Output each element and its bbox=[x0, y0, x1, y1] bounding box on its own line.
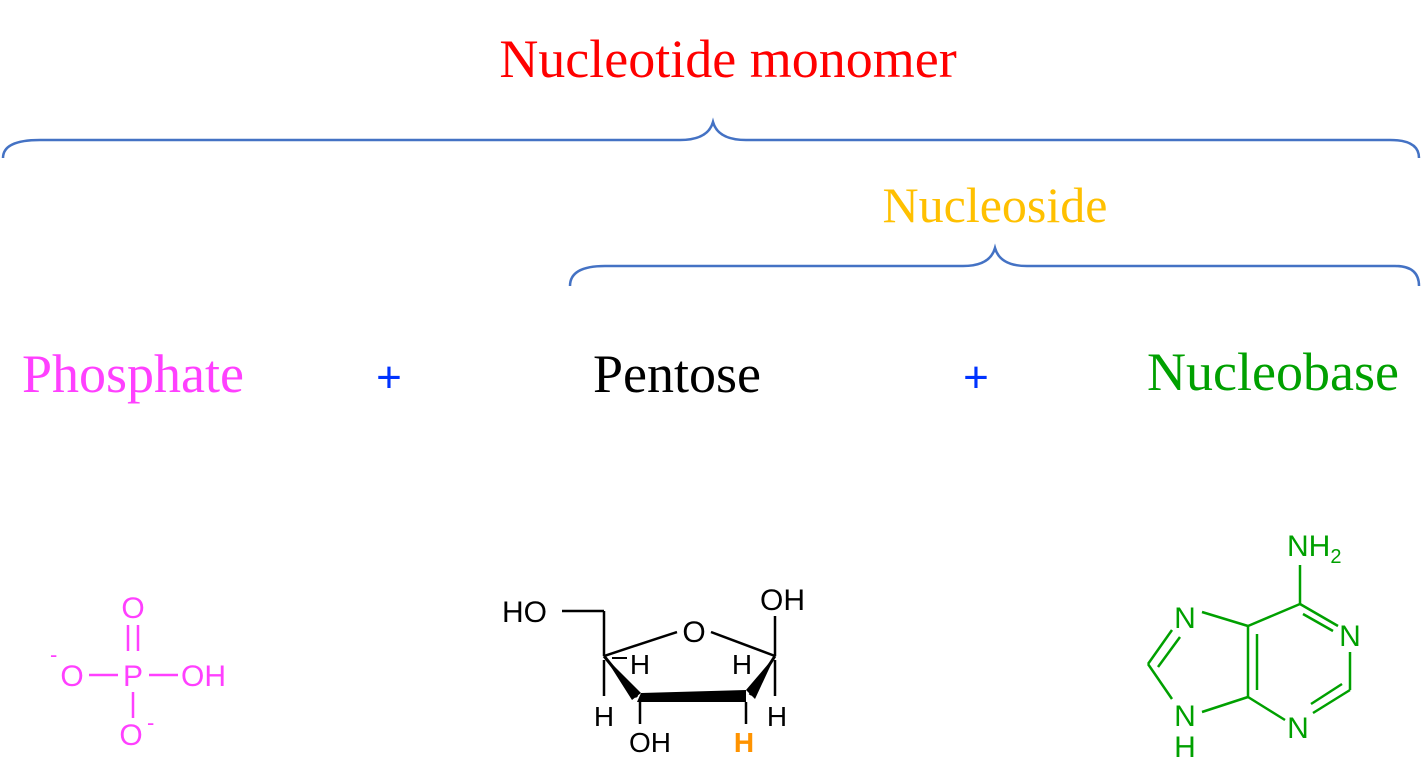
adenine-nh2: NH2 bbox=[1287, 530, 1341, 568]
pentose-structure: HO O OH H H H H OH H bbox=[502, 584, 805, 758]
nucleotide-brace bbox=[1, 117, 1421, 159]
adenine-n1: N bbox=[1339, 620, 1361, 653]
pentose-ho: HO bbox=[502, 596, 547, 629]
nucleotide-monomer-label: Nucleotide monomer bbox=[499, 29, 956, 89]
phosphate-bottom-o: O bbox=[119, 719, 142, 752]
phosphate-p: P bbox=[123, 660, 143, 693]
pentose-oh-c3: OH bbox=[629, 727, 671, 758]
adenine-n3: N bbox=[1287, 712, 1309, 745]
phosphate-right-oh: OH bbox=[181, 660, 226, 693]
phosphate-top-o: O bbox=[121, 592, 144, 625]
wedge-bottom bbox=[637, 690, 746, 702]
nucleobase-structure: NH2 N N N N H bbox=[1146, 530, 1361, 764]
pentose-h-c4-down: H bbox=[594, 701, 614, 732]
adenine-n9-h: H bbox=[1174, 731, 1196, 764]
adenine-n7: N bbox=[1174, 602, 1196, 635]
nucleobase-label: Nucleobase bbox=[1147, 342, 1399, 402]
phosphate-label: Phosphate bbox=[22, 344, 244, 404]
pentose-oh-anomeric: OH bbox=[760, 584, 805, 617]
phosphate-left-charge: - bbox=[50, 642, 57, 667]
pentose-h-c1-down: H bbox=[767, 701, 787, 732]
pentose-label: Pentose bbox=[593, 344, 761, 404]
nucleoside-brace bbox=[568, 243, 1421, 287]
pentose-h-c4: H bbox=[630, 649, 650, 680]
pentose-h-c2-highlight: H bbox=[734, 727, 754, 758]
phosphate-bottom-charge: - bbox=[147, 710, 154, 735]
phosphate-left-o: O bbox=[60, 660, 83, 693]
plus-sign-2: + bbox=[963, 353, 989, 402]
pentose-h-c1: H bbox=[732, 649, 752, 680]
plus-sign-1: + bbox=[376, 353, 402, 402]
pentose-ring-o: O bbox=[682, 616, 705, 649]
nucleoside-label: Nucleoside bbox=[883, 177, 1108, 233]
adenine-n9: N bbox=[1174, 700, 1196, 733]
phosphate-structure: O - O P OH O - bbox=[50, 592, 226, 752]
